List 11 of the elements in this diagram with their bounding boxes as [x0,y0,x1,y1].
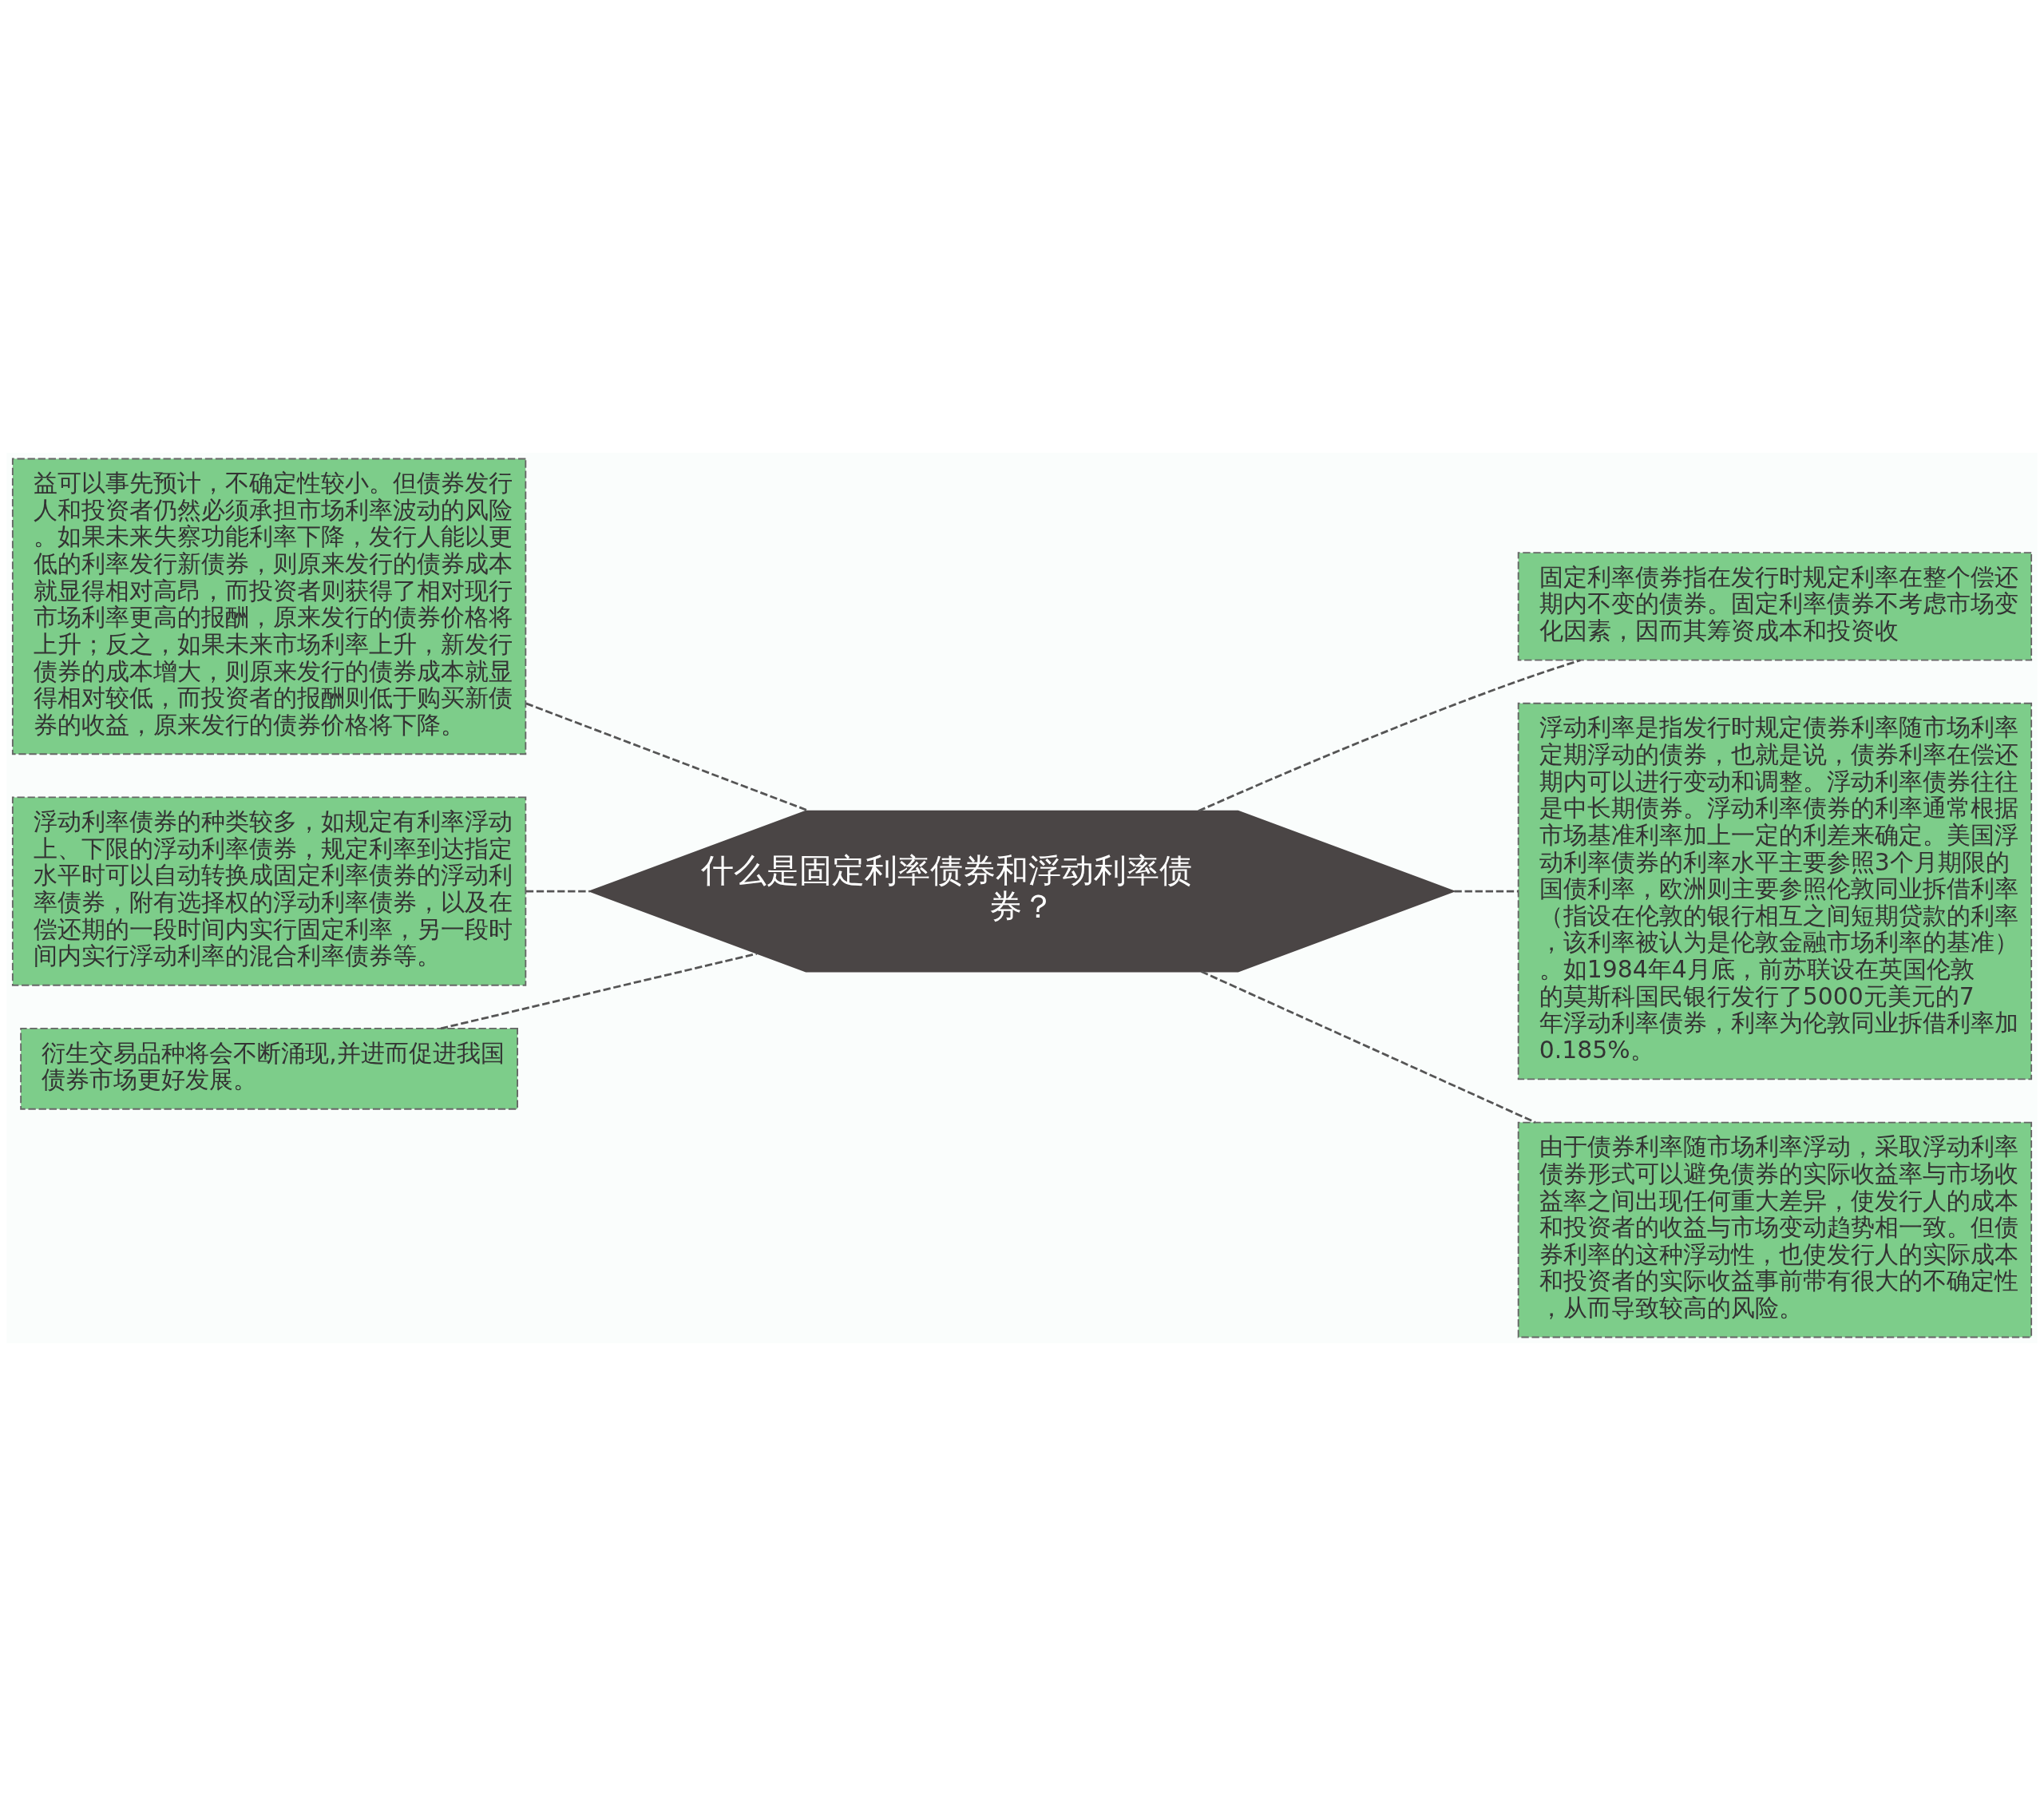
node-box: 由于债券利率随市场利率浮动，采取浮动利率债券形式可以避免债券的实际收益率与市场收益率之间出现任何重大差异，使发行人的成本和投资者的收益与市场变动趋势相一致。但债券利率的这种浮动性，也使发行人的实际成本和投资者的实际收益事前带有很大的不确定性，从而导致较高的风险。 [1517,1121,2033,1338]
node-box: 浮动利率债券的种类较多，如规定有利率浮动上、下限的浮动利率债券，规定利率到达指定水平时可以自动转换成固定利率债券的浮动利率债券，附有选择权的浮动利率债券，以及在偿还期的一段时间内实行固定利率，另一段时间内实行浮动利率的混合利率债券等。 [11,796,527,986]
connector [525,890,590,893]
node-box: 衍生交易品种将会不断涌现,并进而促进我国债券市场更好发展。 [20,1028,518,1110]
connector [1200,970,1536,1124]
node-box: 浮动利率是指发行时规定债券利率随市场利率定期浮动的债券，也就是说，债券利率在偿还期内可以进行变动和调整。浮动利率债券往往是中长期债券。浮动利率债券的利率通常根据市场基准利率加上一定的利差来确定。美国浮动利率债券的利率水平主要参照3个月期限的国债利率，欧洲则主要参照伦敦同业拆借利率（指设在伦敦的银行相互之间短期贷款的利率，该利率被认为是伦敦金融市场利率的基准）。如1984年4月底，前苏联设在英国伦敦的莫斯科国民银行发行了5000元美元的7年浮动利率债券，利率为伦敦同业拆借利率加0.185%。 [1517,702,2033,1080]
connector [1454,890,1519,893]
node-box: 益可以事先预计，不确定性较小。但债券发行人和投资者仍然必须承担市场利率波动的风险。如果未来失察功能利率下降，发行人能以更低的利率发行新债券，则原来发行的债券成本就显得相对高昂，而投资者则获得了相对现行市场利率更高的报酬，原来发行的债券价格将上升；反之，如果未来市场利率上升，新发行债券的成本增大，则原来发行的债券成本就显得相对较低，而投资者的报酬则低于购买新债券的收益，原来发行的债券价格将下降。 [11,458,527,755]
connector [1198,659,1581,812]
node-box: 固定利率债券指在发行时规定利率在整个偿还期内不变的债券。固定利率债券不考虑市场变化因素，因而其筹资成本和投资收 [1517,552,2033,661]
connector [440,952,758,1030]
